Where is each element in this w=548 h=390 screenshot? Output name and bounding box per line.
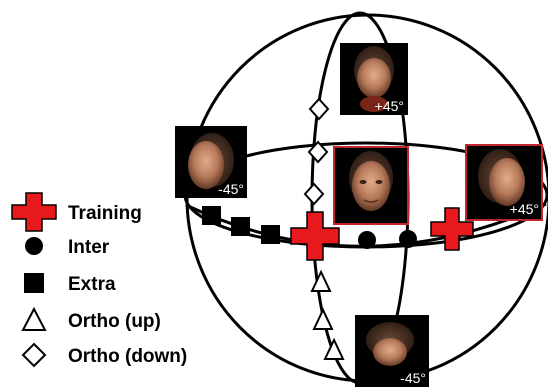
legend-item-ortho-up: Ortho (up): [21, 306, 161, 332]
training-marker: [430, 207, 474, 251]
legend-label: Extra: [68, 274, 116, 295]
legend-label: Ortho (down): [68, 346, 187, 367]
ortho-down-marker: [308, 97, 330, 121]
legend-item-inter: Inter: [25, 237, 110, 258]
ortho-up-marker: [323, 337, 345, 360]
training-marker: [290, 211, 340, 261]
ortho-up-marker: [310, 269, 332, 292]
ortho-down-marker: [307, 140, 329, 164]
legend-item-extra: Extra: [24, 273, 116, 295]
legend-item-ortho-down: Ortho (down): [21, 342, 187, 368]
training-markers: [290, 207, 474, 261]
view-angle-top: +45°: [375, 98, 404, 114]
legend-ortho-up-icon: [21, 306, 47, 331]
view-angle-right: +45°: [510, 201, 539, 217]
extra-marker: [231, 217, 250, 236]
legend-ortho-down-icon: [21, 342, 47, 368]
ortho-up-markers: [310, 269, 345, 360]
ortho-down-markers: [303, 97, 330, 206]
legend-label: Training: [68, 203, 142, 224]
ortho-up-marker: [312, 307, 334, 330]
extra-marker: [261, 225, 280, 244]
face-view-top: +45°: [340, 43, 408, 115]
view-angle-left: -45°: [218, 181, 244, 197]
view-angle-bottom: -45°: [400, 370, 426, 386]
legend-inter-icon: [25, 237, 43, 255]
face-view-left: -45°: [175, 126, 247, 198]
extra-marker: [202, 206, 221, 225]
extra-markers: [202, 206, 280, 244]
face-view-center: [333, 146, 409, 225]
legend: Training Inter Extra Ortho (up) Ortho (d…: [11, 192, 187, 368]
legend-label: Inter: [68, 237, 110, 258]
ortho-down-marker: [303, 182, 325, 206]
face-view-right: +45°: [465, 144, 543, 221]
legend-training-icon: [11, 192, 57, 232]
legend-extra-icon: [24, 273, 44, 293]
legend-label: Ortho (up): [68, 311, 161, 332]
inter-marker: [399, 230, 417, 248]
inter-marker: [358, 231, 376, 249]
legend-item-training: Training: [11, 192, 142, 232]
face-view-bottom: -45°: [355, 315, 429, 387]
